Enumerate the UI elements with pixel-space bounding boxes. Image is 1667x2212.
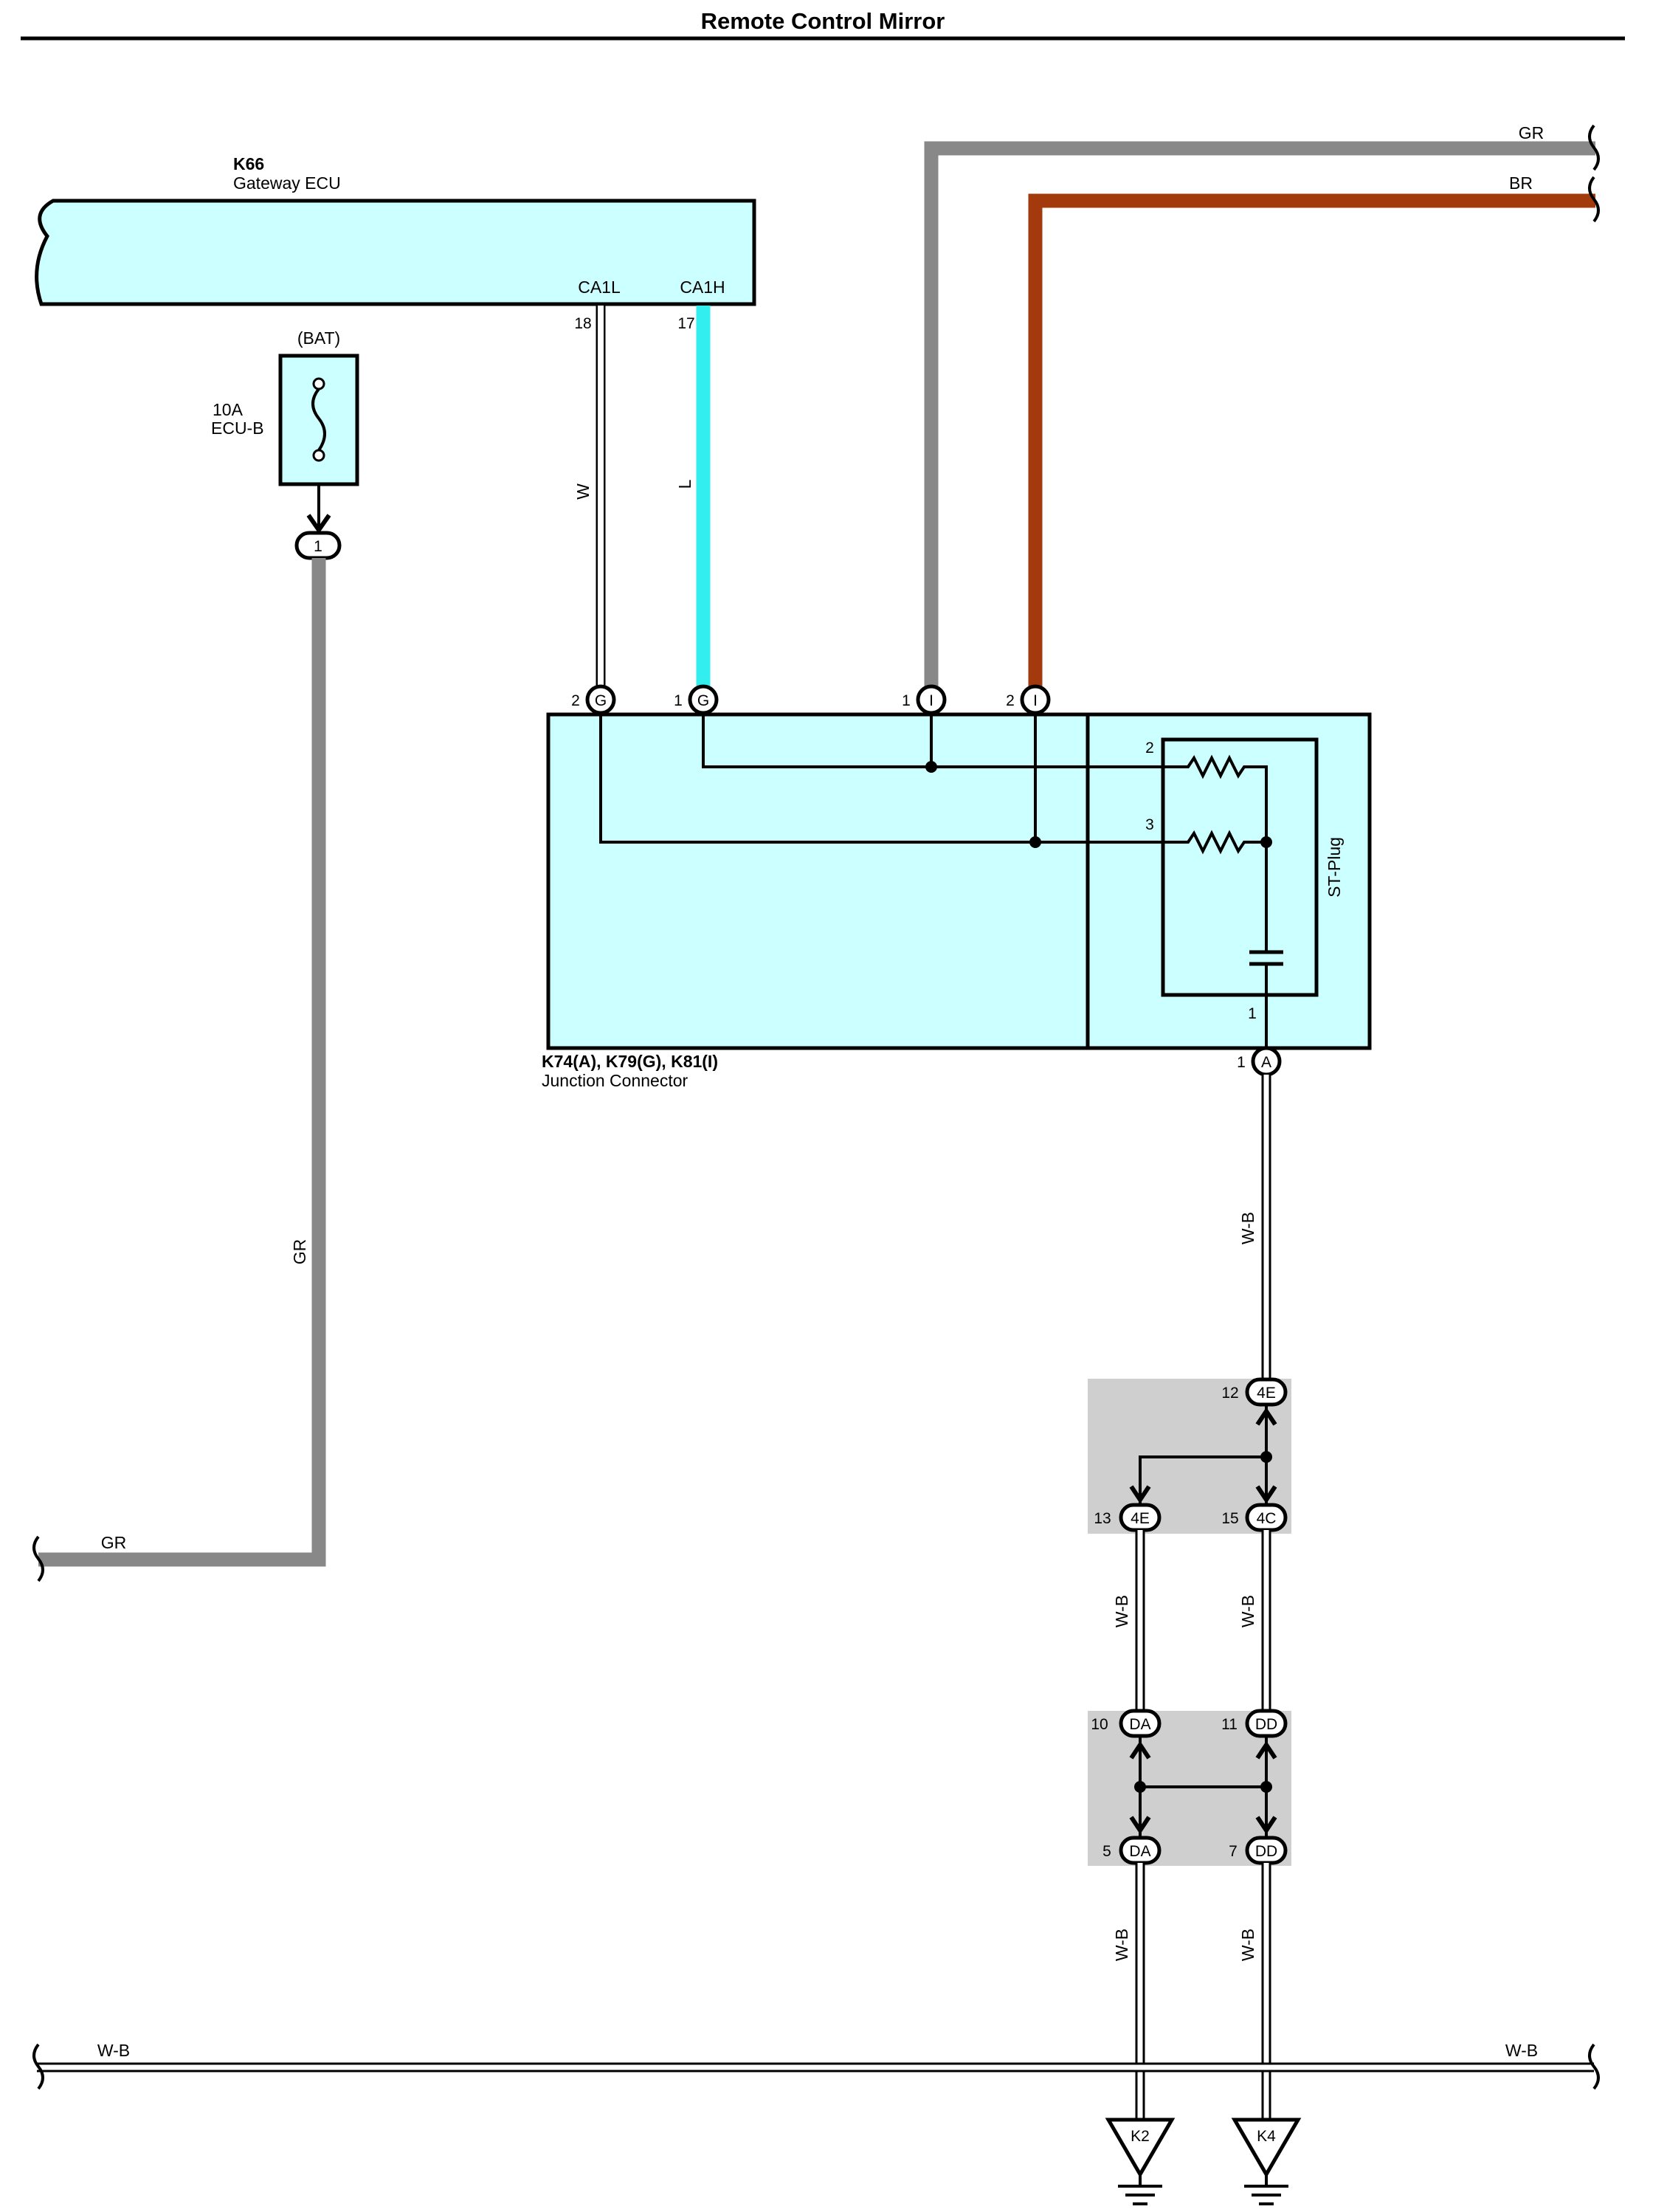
svg-text:4E: 4E bbox=[1131, 1510, 1150, 1527]
diagram-title: Remote Control Mirror bbox=[701, 8, 945, 34]
wb-wire-right-ground: W-B bbox=[1238, 1863, 1271, 2120]
jb1-connector-12-4e: 4E 12 bbox=[1221, 1377, 1288, 1407]
svg-text:3: 3 bbox=[1145, 816, 1154, 833]
svg-text:2: 2 bbox=[1145, 740, 1154, 757]
svg-text:W: W bbox=[573, 483, 593, 500]
svg-text:K2: K2 bbox=[1131, 2128, 1150, 2145]
svg-text:17: 17 bbox=[677, 315, 694, 332]
splice-dot bbox=[925, 761, 937, 773]
svg-text:5: 5 bbox=[1102, 1843, 1111, 1860]
wb-wire-right-mid: W-B bbox=[1238, 1530, 1271, 1711]
svg-text:W-B: W-B bbox=[1238, 1929, 1257, 1961]
svg-text:GR: GR bbox=[1519, 123, 1545, 142]
svg-text:W-B: W-B bbox=[1238, 1212, 1257, 1244]
svg-text:1: 1 bbox=[674, 692, 683, 709]
svg-text:DA: DA bbox=[1129, 1843, 1150, 1860]
svg-text:4C: 4C bbox=[1257, 1510, 1277, 1527]
jc-pin-2-g: G 2 bbox=[571, 684, 616, 715]
jc-pin-1-a: A 1 bbox=[1237, 1046, 1282, 1077]
ground-k4: K4 bbox=[1231, 2118, 1302, 2205]
st-plug: ST-Plug 2 3 1 bbox=[1145, 737, 1344, 1048]
svg-text:12: 12 bbox=[1221, 1385, 1238, 1402]
svg-text:K66: K66 bbox=[233, 154, 264, 173]
fuse-connector-1: 1 bbox=[294, 531, 342, 560]
continuation-break-top bbox=[1588, 124, 1600, 223]
svg-text:1: 1 bbox=[902, 692, 911, 709]
svg-text:10A: 10A bbox=[213, 400, 244, 419]
svg-text:G: G bbox=[697, 692, 709, 709]
wb-wire-left-mid: W-B bbox=[1112, 1530, 1145, 1711]
svg-text:I: I bbox=[929, 692, 933, 709]
svg-text:4E: 4E bbox=[1257, 1385, 1276, 1402]
wb-wire-main: W-B bbox=[1238, 1075, 1271, 1388]
svg-text:18: 18 bbox=[574, 315, 591, 332]
wb-bus-horizontal: W-B W-B bbox=[32, 2041, 1600, 2090]
svg-text:DD: DD bbox=[1255, 1843, 1277, 1860]
svg-text:K74(A), K79(G), K81(I): K74(A), K79(G), K81(I) bbox=[542, 1052, 718, 1071]
svg-text:13: 13 bbox=[1094, 1510, 1111, 1527]
svg-text:10: 10 bbox=[1091, 1716, 1108, 1733]
svg-text:1: 1 bbox=[314, 538, 322, 555]
svg-text:W-B: W-B bbox=[1238, 1595, 1257, 1627]
svg-text:G: G bbox=[595, 692, 607, 709]
fuse-ecu-b: (BAT) 10A ECU-B bbox=[211, 328, 359, 534]
svg-text:ECU-B: ECU-B bbox=[211, 418, 264, 438]
svg-text:ST-Plug: ST-Plug bbox=[1325, 837, 1344, 897]
svg-text:GR: GR bbox=[290, 1239, 309, 1265]
gr-wire-left: GR GR bbox=[32, 558, 326, 1582]
svg-text:W-B: W-B bbox=[1112, 1929, 1131, 1961]
jc-internal-wiring bbox=[599, 713, 1163, 844]
junction-connector: K74(A), K79(G), K81(I) Junction Connecto… bbox=[542, 712, 1372, 1090]
svg-text:15: 15 bbox=[1221, 1510, 1238, 1527]
svg-text:(BAT): (BAT) bbox=[297, 328, 340, 348]
svg-text:K4: K4 bbox=[1257, 2128, 1276, 2145]
jb2-connector-7-dd: DD 7 bbox=[1229, 1836, 1288, 1865]
jc-pin-2-i: I 2 bbox=[1006, 684, 1051, 715]
splice-dot bbox=[1029, 836, 1041, 848]
svg-text:Junction Connector: Junction Connector bbox=[542, 1071, 688, 1090]
svg-text:7: 7 bbox=[1229, 1843, 1238, 1860]
jb2-connector-11-dd: DD 11 bbox=[1221, 1709, 1288, 1738]
svg-text:DD: DD bbox=[1255, 1716, 1277, 1733]
w-wire: W bbox=[573, 306, 606, 686]
svg-text:2: 2 bbox=[571, 692, 580, 709]
svg-text:W-B: W-B bbox=[97, 2041, 130, 2060]
gr-wire-top: GR bbox=[924, 123, 1595, 698]
ground-k2: K2 bbox=[1105, 2118, 1176, 2205]
svg-text:A: A bbox=[1261, 1054, 1271, 1071]
svg-text:1: 1 bbox=[1248, 1005, 1257, 1022]
svg-text:CA1H: CA1H bbox=[680, 278, 725, 297]
jc-pin-1-i: I 1 bbox=[902, 684, 947, 715]
wb-wire-left-ground: W-B bbox=[1112, 1863, 1145, 2120]
gateway-ecu: K66 Gateway ECU CA1L CA1H 18 17 bbox=[35, 154, 756, 332]
jb2-connector-10-da: DA 10 bbox=[1091, 1709, 1162, 1738]
svg-text:Gateway ECU: Gateway ECU bbox=[233, 173, 341, 193]
l-wire: L bbox=[675, 306, 711, 686]
svg-text:I: I bbox=[1033, 692, 1038, 709]
svg-text:11: 11 bbox=[1221, 1716, 1238, 1733]
svg-text:L: L bbox=[675, 479, 694, 489]
svg-text:1: 1 bbox=[1237, 1054, 1246, 1071]
jb1-connector-15-4c: 4C 15 bbox=[1221, 1503, 1288, 1532]
jc-pin-1-g: G 1 bbox=[674, 684, 719, 715]
svg-text:DA: DA bbox=[1129, 1716, 1150, 1733]
svg-text:2: 2 bbox=[1006, 692, 1015, 709]
svg-text:CA1L: CA1L bbox=[578, 278, 621, 297]
svg-text:BR: BR bbox=[1509, 173, 1533, 193]
svg-text:W-B: W-B bbox=[1505, 2041, 1538, 2060]
svg-text:GR: GR bbox=[101, 1533, 127, 1552]
jb2-connector-5-da: DA 5 bbox=[1102, 1836, 1162, 1865]
svg-text:W-B: W-B bbox=[1112, 1595, 1131, 1627]
br-wire-top: BR bbox=[1028, 173, 1595, 698]
